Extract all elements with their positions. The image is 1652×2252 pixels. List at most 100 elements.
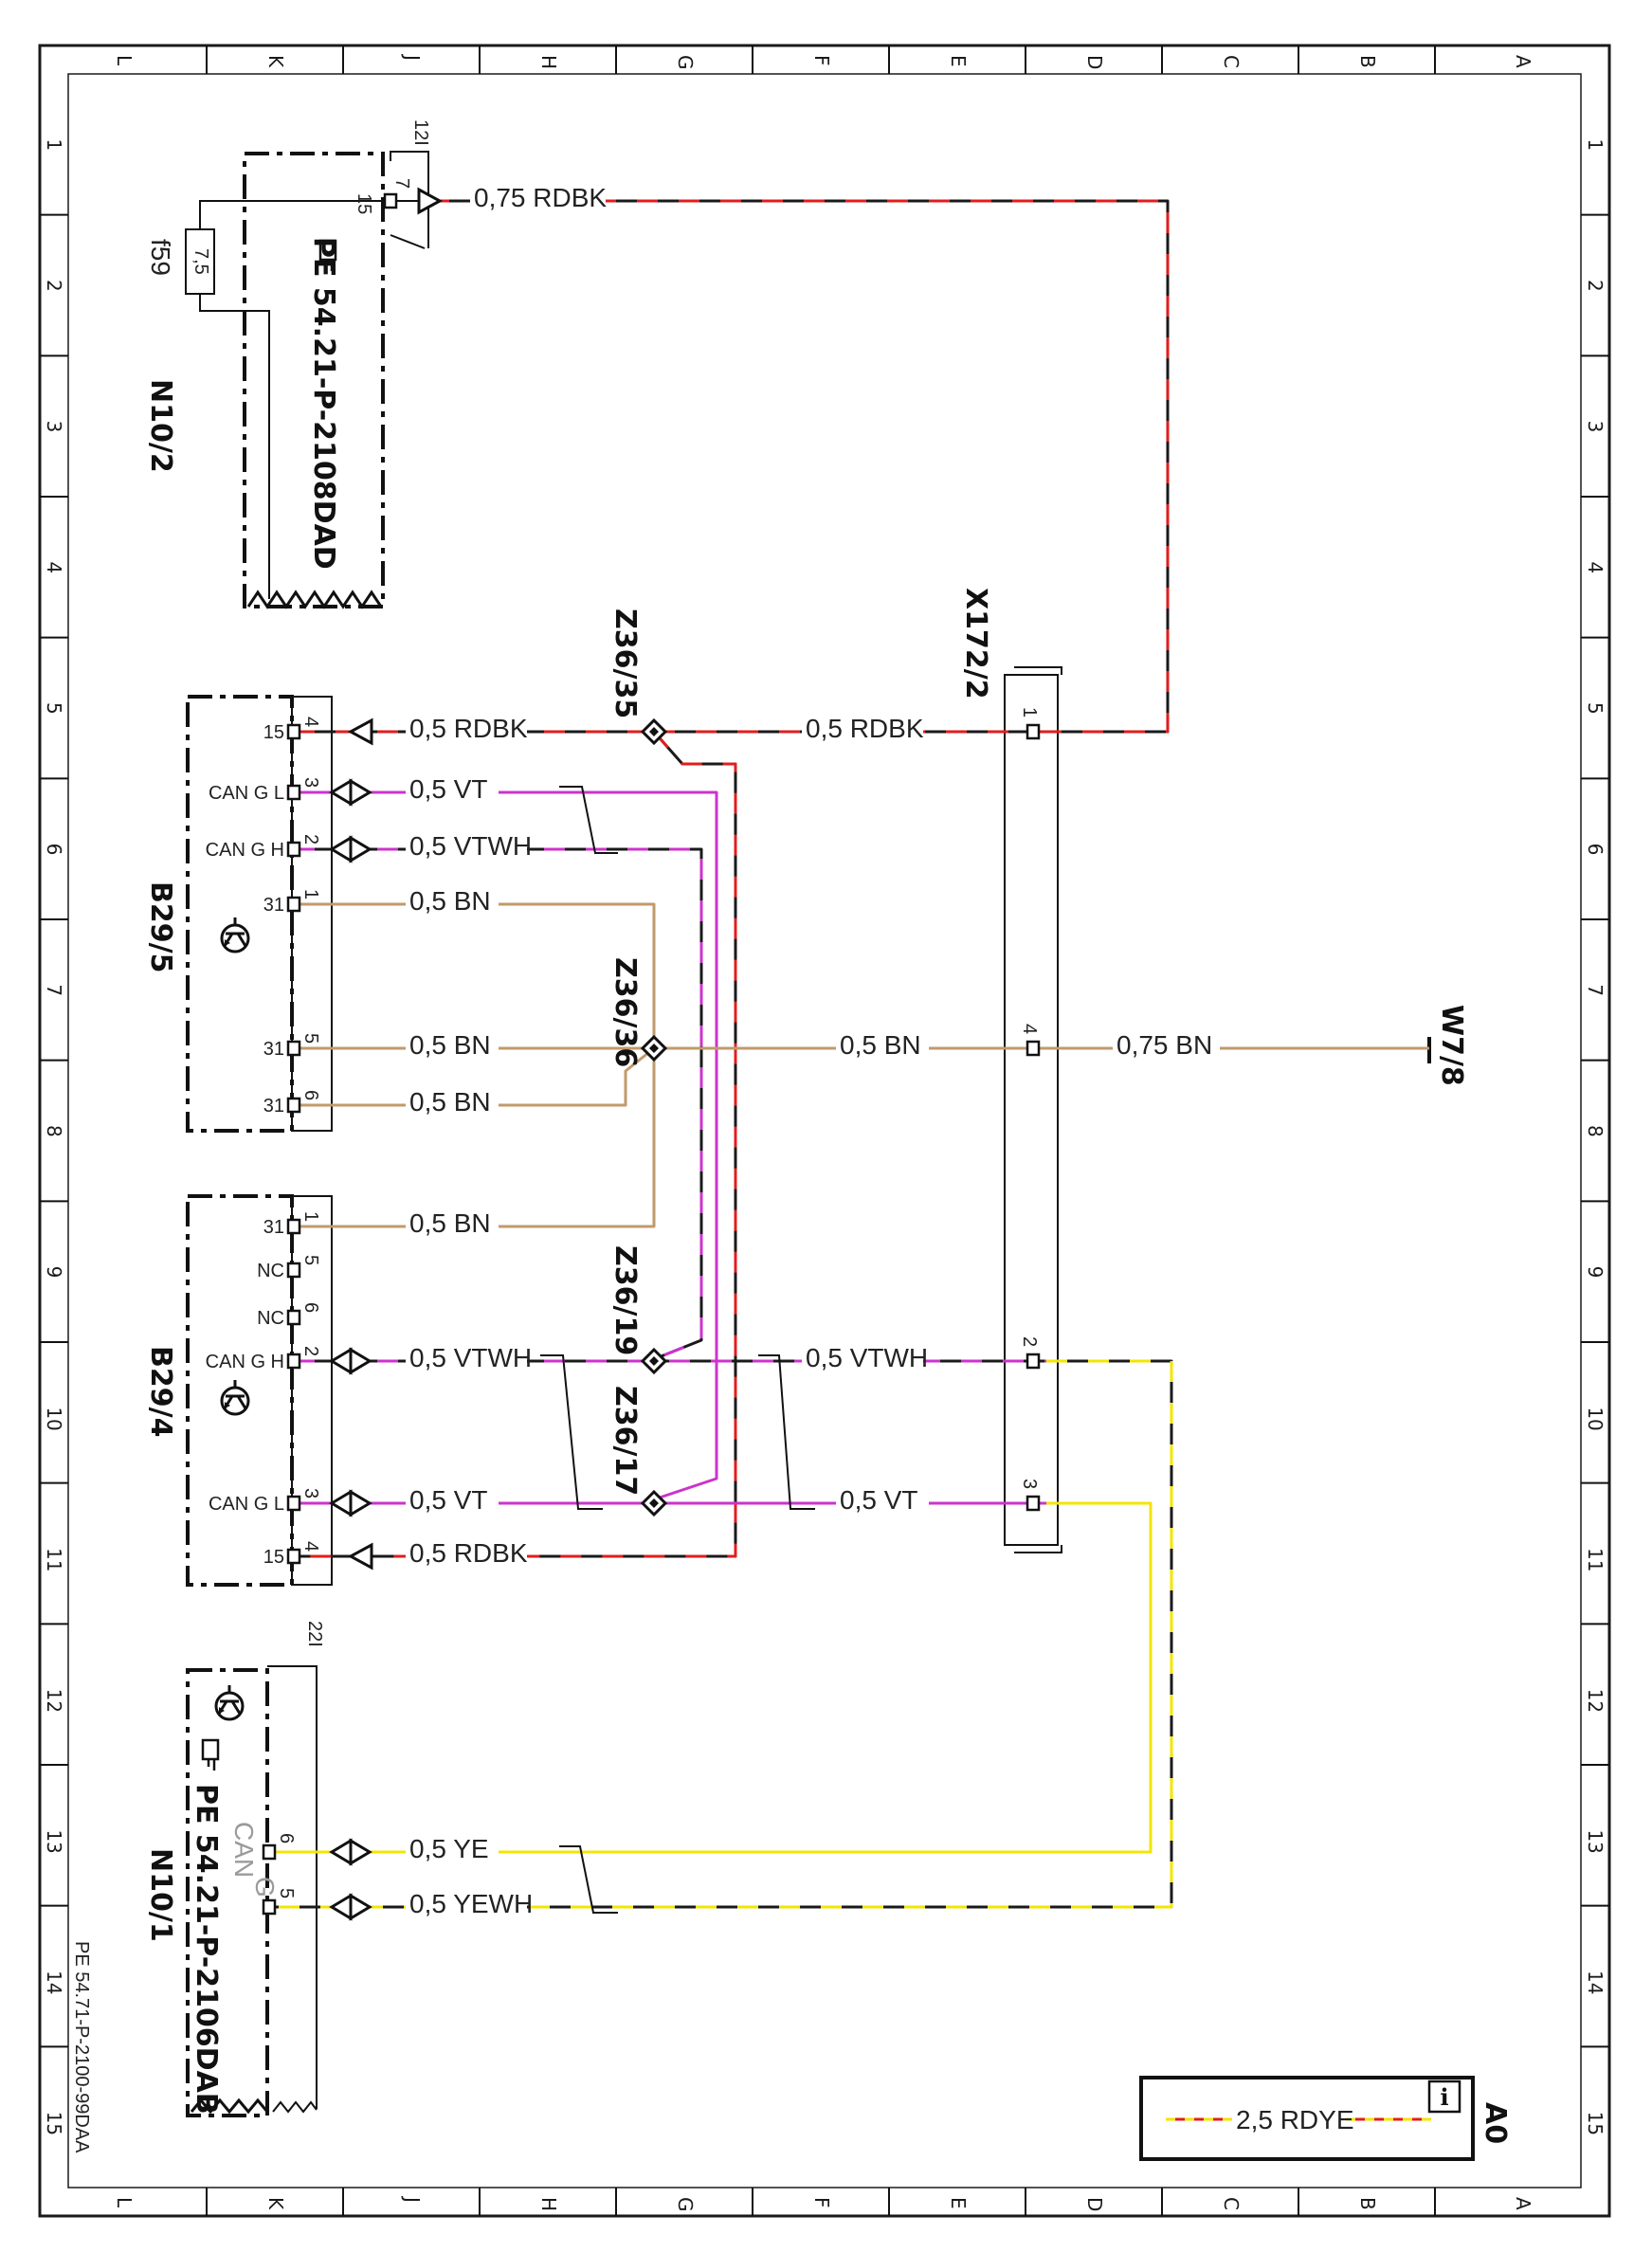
wire-label-n10-1-p5: 0,5 YEWH [409, 1889, 533, 1918]
wire-label-b29-4-p3: 0,5 VT [409, 1485, 487, 1515]
sensor-icon [214, 1683, 245, 1721]
pin-box [286, 1097, 301, 1114]
n10-1-page-ref: 22I [304, 1621, 325, 1647]
double-arrow-icon [330, 1894, 372, 1920]
zone-col-label: L [113, 2197, 136, 2208]
zone-row-label: 14 [1584, 1970, 1607, 1994]
wire-label-b29-5-p5: 0,5 BN [409, 1030, 491, 1060]
zone-row-label: 15 [43, 2112, 65, 2135]
zone-col-label: E [947, 55, 970, 67]
zone-col-label: E [947, 2197, 970, 2209]
b29-4-pin-num: 6 [300, 1302, 321, 1313]
connector-x172-2[interactable]: X172/2 [959, 588, 1062, 1553]
cutoff-zigzag [272, 2100, 318, 2114]
zone-row-label: 13 [43, 1829, 65, 1853]
zone-col-label: H [537, 2197, 560, 2211]
x172-2-name: X172/2 [959, 588, 992, 699]
zone-row-label: 8 [43, 1125, 65, 1137]
wire-x2-to-n10-1-p5 [267, 1359, 1173, 1909]
arrow-icon [349, 1543, 373, 1570]
pin-box [286, 1262, 301, 1279]
fuse-name: f59 [146, 239, 175, 276]
pin-box [286, 1309, 301, 1326]
double-arrow-icon [330, 1490, 372, 1516]
pin-box [286, 723, 301, 740]
n10-1-can-g-label: G [250, 1877, 280, 1898]
zone-col-label: B [1356, 55, 1379, 68]
n10-2-page-ref: 12I [410, 119, 431, 146]
b29-5-pin-num: 5 [300, 1033, 321, 1044]
wire-b29-5-p3 [294, 790, 718, 1501]
pin-box [286, 1548, 301, 1565]
arrow-icon [349, 718, 373, 745]
wire-label-b29-5-p2: 0,5 VTWH [409, 831, 532, 861]
b29-4-pin-label: NC [257, 1308, 284, 1329]
ground-w7-8[interactable]: W7/8 [1427, 1005, 1468, 1086]
zone-row-label: 10 [43, 1407, 65, 1430]
n10-2-reference: PE 54.21-P-2108DAD [307, 237, 340, 570]
component-b29-5[interactable]: B29/5 [144, 695, 333, 1133]
zone-col-label: H [537, 55, 560, 69]
b29-4-pin-num: 4 [300, 1541, 321, 1552]
pin-box [262, 1843, 277, 1861]
zone-row-label: 13 [1584, 1829, 1607, 1853]
zone-row-label: 7 [1584, 984, 1607, 996]
x172-2-pin-num: 4 [1019, 1024, 1040, 1034]
w7-8-name: W7/8 [1435, 1005, 1468, 1086]
b29-4-pin-label: 15 [263, 1547, 284, 1568]
zone-row-label: 7 [43, 984, 65, 996]
cutoff-zigzag [190, 2098, 269, 2115]
zone-col-label: J [401, 53, 424, 61]
x172-2-pin-num: 3 [1019, 1479, 1040, 1489]
zone-row-label: 12 [43, 1689, 65, 1713]
splice-z36-36: Z36/36 [608, 957, 642, 1067]
wire-label-z17-x3: 0,5 VT [840, 1485, 917, 1515]
zone-row-label: 5 [1584, 702, 1607, 715]
zone-row-label: 3 [43, 421, 65, 433]
legend-label: 2,5 RDYE [1236, 2105, 1354, 2134]
pin-box [1026, 1495, 1041, 1512]
zone-row-label: 5 [43, 702, 65, 715]
b29-5-pin-label: 31 [263, 1096, 284, 1117]
b29-5-pin-num: 4 [300, 717, 321, 727]
wire-label-n10-2-out: 0,75 RDBK [474, 183, 607, 212]
x172-2-pin-num: 1 [1019, 707, 1040, 717]
double-arrow-icon [330, 1839, 372, 1865]
cutoff-zigzag [246, 590, 383, 609]
component-b29-4[interactable]: B29/4 [144, 1194, 333, 1587]
b29-5-name: B29/5 [144, 881, 177, 972]
b29-5-pin-label: CAN G H [206, 840, 284, 861]
wire-label-z36-x4: 0,5 BN [840, 1030, 921, 1060]
zone-col-label: A [1512, 2197, 1534, 2210]
wire-b29-4-p1 [294, 1048, 656, 1228]
wire-label-z35-x1: 0,5 RDBK [806, 714, 924, 743]
zone-col-label: L [113, 55, 136, 66]
wire-label-b29-4-p1: 0,5 BN [409, 1208, 491, 1238]
pin-box [1026, 1353, 1041, 1370]
wire-label-n10-1-p6: 0,5 YE [409, 1834, 489, 1863]
n10-2-pin-15: 15 [354, 193, 374, 214]
n10-1-name: N10/1 [144, 1848, 177, 1942]
b29-5-pin-num: 2 [300, 834, 321, 844]
component-n10-1[interactable]: N10/1 PE 54.21-P-2106DAB CAN G 22I [144, 1621, 325, 2117]
double-arrow-icon [330, 779, 372, 806]
wire-label-b29-5-p1: 0,5 BN [409, 886, 491, 916]
pin-box [1026, 723, 1041, 740]
wire-x3-to-n10-1-p6 [267, 1501, 1153, 1854]
zone-row-label: 11 [43, 1548, 65, 1571]
zone-row-label: 6 [43, 844, 65, 856]
zone-row-label: 8 [1584, 1125, 1607, 1137]
b29-5-pin-label: 31 [263, 1039, 284, 1060]
zone-row-label: 4 [1584, 561, 1607, 573]
b29-4-pin-num: 5 [300, 1255, 321, 1265]
zone-col-label: K [264, 55, 287, 68]
wire-label-x4-w78: 0,75 BN [1116, 1030, 1212, 1060]
wire-z35-to-b29-4-p4-stripe [294, 731, 737, 1558]
zone-row-label: 1 [1584, 138, 1607, 151]
component-n10-2[interactable]: N10/2 PE 54.21-P-2108DAD 7,5 f59 15 7 12… [144, 119, 431, 609]
b29-5-pin-num: 3 [300, 777, 321, 788]
splice-z36-35: Z36/35 [608, 608, 642, 718]
pin-box [286, 896, 301, 913]
